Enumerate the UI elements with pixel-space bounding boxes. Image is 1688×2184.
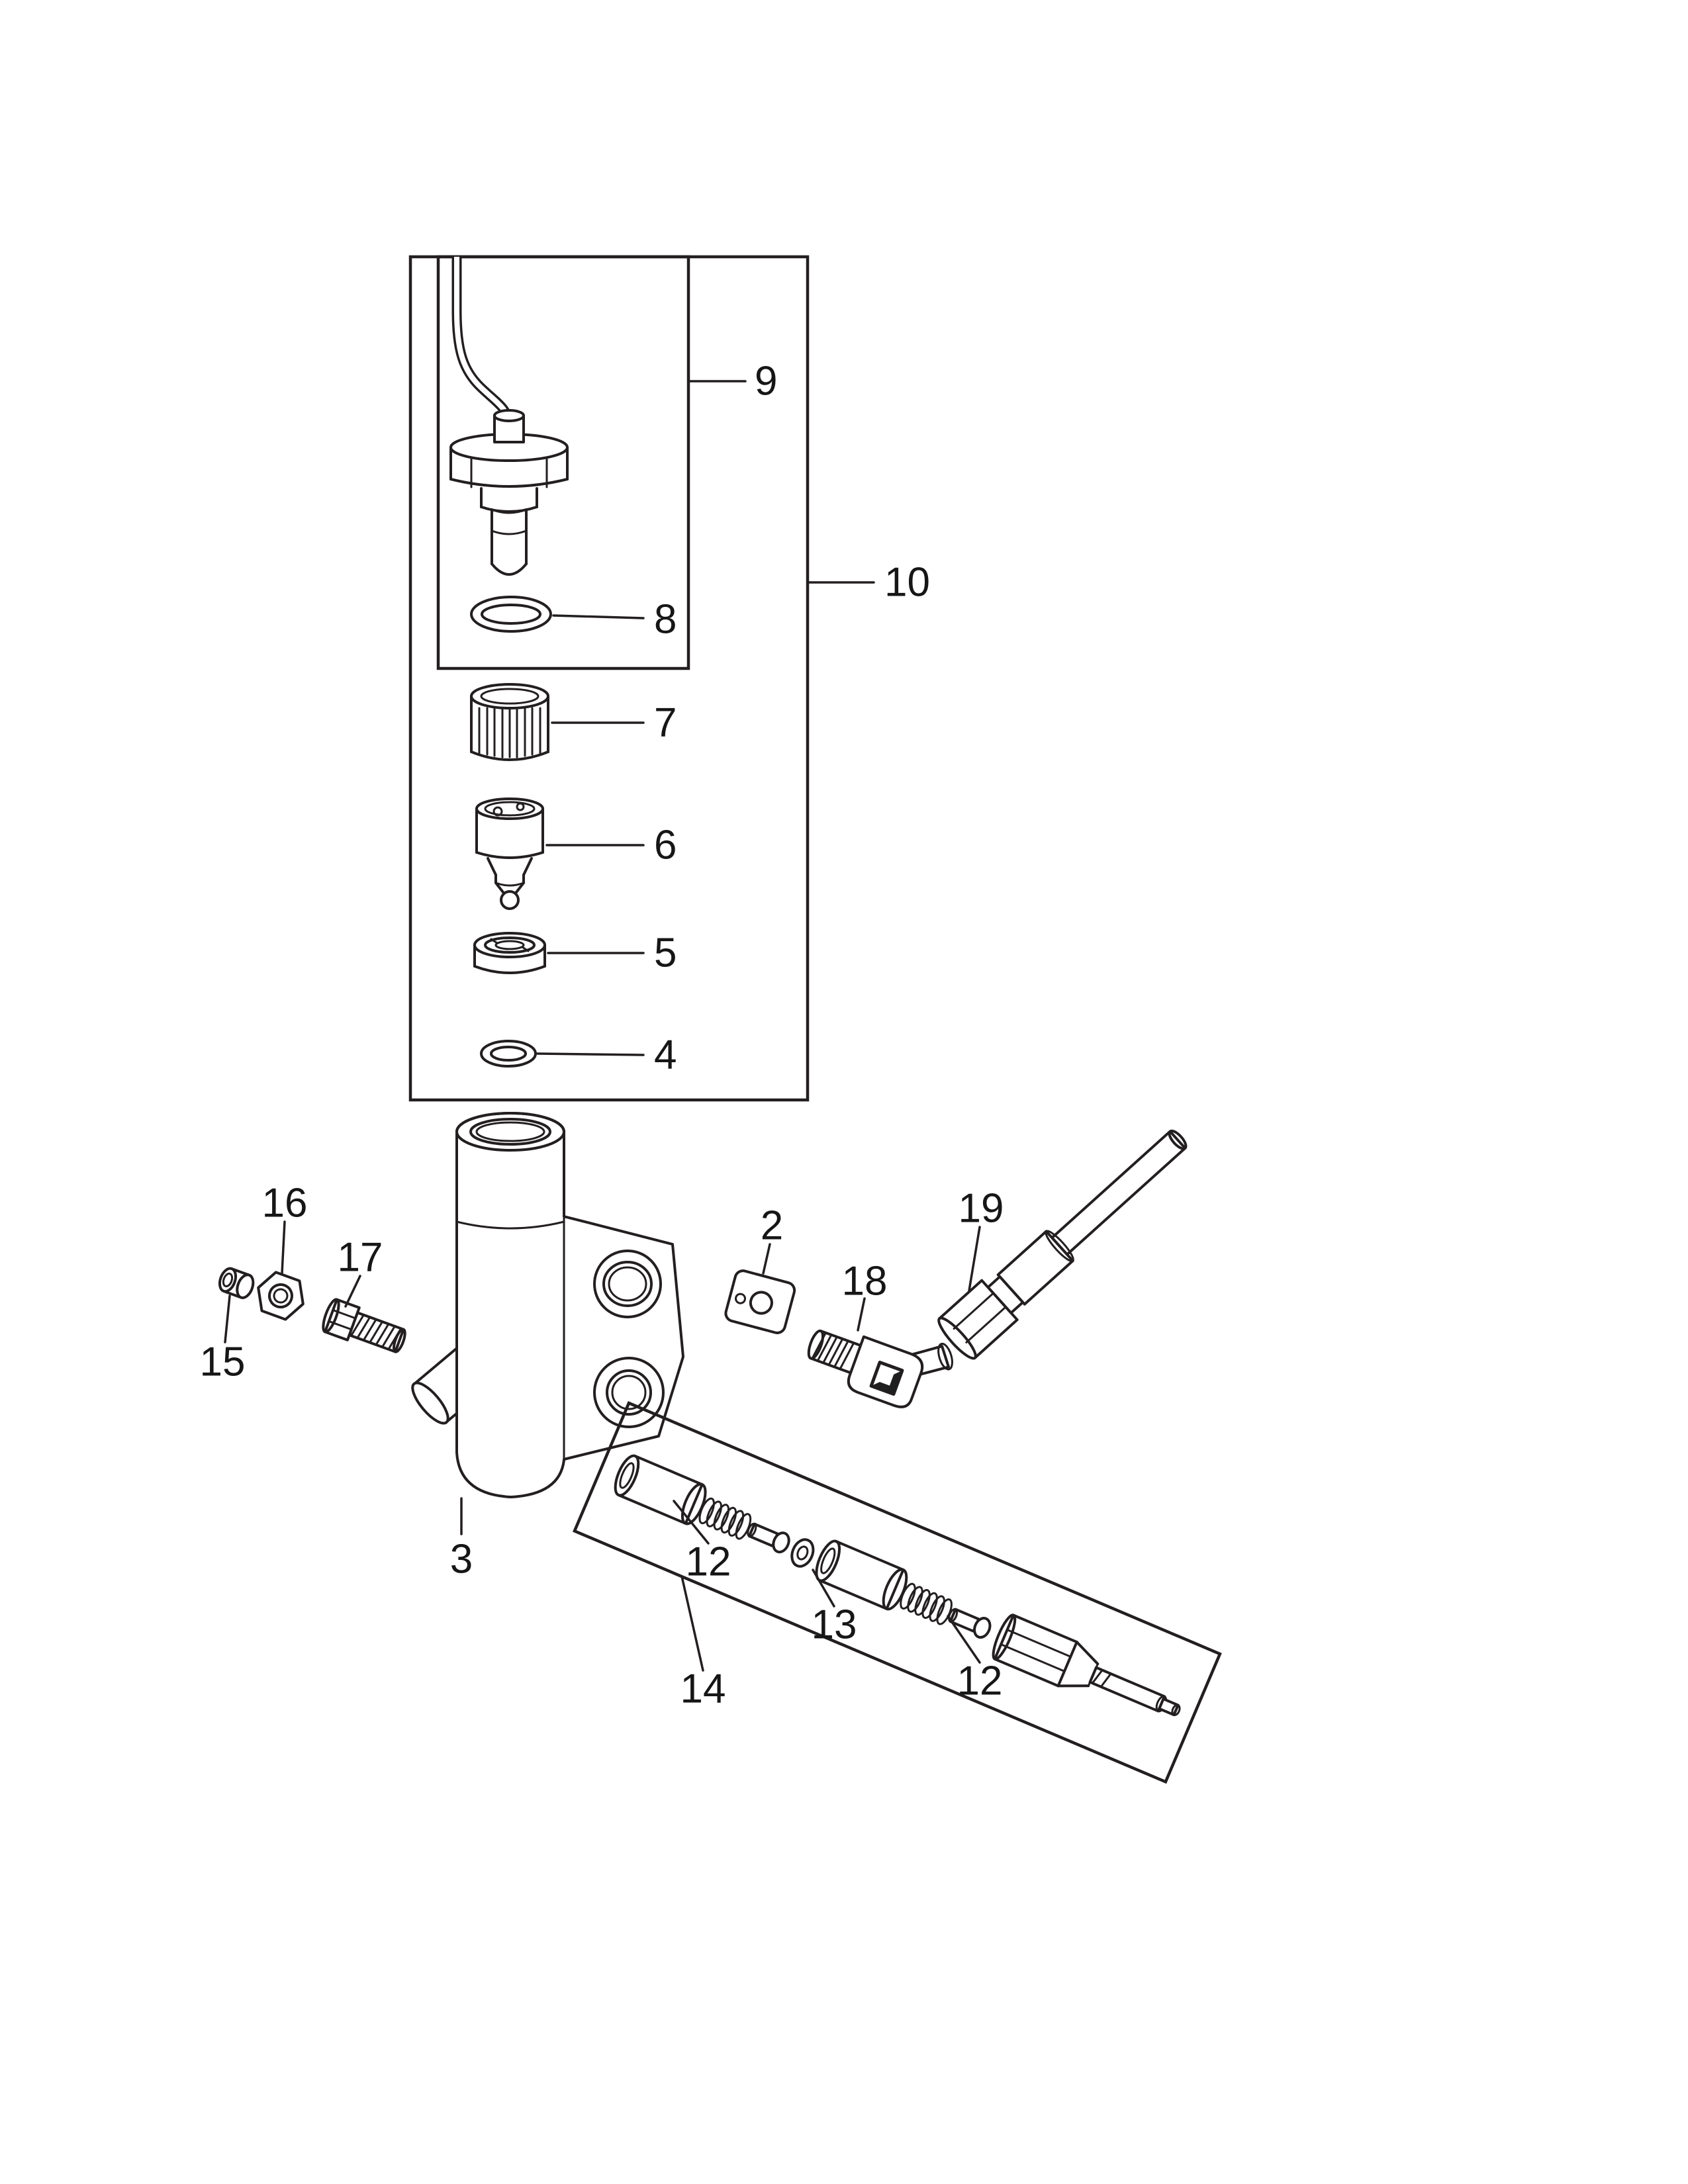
- callout-label-13: 13: [812, 1602, 857, 1648]
- callout-label-19: 19: [959, 1186, 1004, 1232]
- leader-15: [224, 1295, 231, 1343]
- callout-box-10: [408, 255, 810, 1102]
- leader-16: [281, 1220, 286, 1275]
- part-19-hose-fitting: [937, 1129, 1188, 1360]
- callout-label-2: 2: [761, 1203, 783, 1249]
- leader-12a: [673, 1500, 710, 1545]
- part-4-washer: [480, 1040, 537, 1068]
- part-8-o-ring: [470, 596, 552, 633]
- leader-14: [680, 1575, 704, 1672]
- leader-12b: [947, 1615, 981, 1664]
- part-5-valve-seat: [473, 932, 546, 974]
- part-18-elbow-fitting: [807, 1329, 953, 1408]
- part-7-knurled-cap: [470, 683, 549, 761]
- part-9-sensor: [449, 257, 569, 576]
- callout-label-10: 10: [884, 560, 930, 606]
- callout-label-5: 5: [654, 931, 677, 976]
- part-2-block-fitting: [724, 1269, 796, 1334]
- part-16-hex-nut: [257, 1271, 305, 1321]
- part-14-kit-box: [572, 1401, 1222, 1784]
- callout-box-9: [436, 255, 690, 670]
- leader-4: [536, 1052, 645, 1056]
- callout-label-12b: 12: [957, 1659, 1003, 1704]
- callout-label-9: 9: [755, 359, 777, 404]
- callout-label-6: 6: [654, 823, 677, 868]
- leader-2: [762, 1243, 771, 1275]
- callout-label-17: 17: [338, 1235, 383, 1281]
- part-12-check-valve-a: [614, 1454, 790, 1554]
- leader-13: [812, 1569, 835, 1608]
- callout-label-4: 4: [654, 1032, 677, 1078]
- callout-label-15: 15: [200, 1340, 246, 1385]
- callout-label-12a: 12: [686, 1539, 731, 1585]
- callout-label-18: 18: [842, 1259, 888, 1304]
- part-13-washer: [790, 1538, 815, 1568]
- callout-label-7: 7: [654, 700, 677, 746]
- callout-label-8: 8: [654, 597, 677, 643]
- callout-label-3: 3: [450, 1537, 473, 1582]
- leader-19: [968, 1226, 981, 1292]
- leader-8: [552, 614, 645, 619]
- leader-18: [857, 1297, 866, 1332]
- leader-17: [344, 1275, 361, 1308]
- callout-label-16: 16: [262, 1181, 308, 1226]
- part-15-ferrule: [218, 1267, 255, 1299]
- part-3-valve-body: [411, 1112, 684, 1498]
- callout-label-14: 14: [680, 1666, 726, 1712]
- part-17-threaded-nipple: [322, 1298, 406, 1353]
- part-6-valve-cartridge: [475, 797, 544, 910]
- part-14-end-fitting: [992, 1614, 1181, 1717]
